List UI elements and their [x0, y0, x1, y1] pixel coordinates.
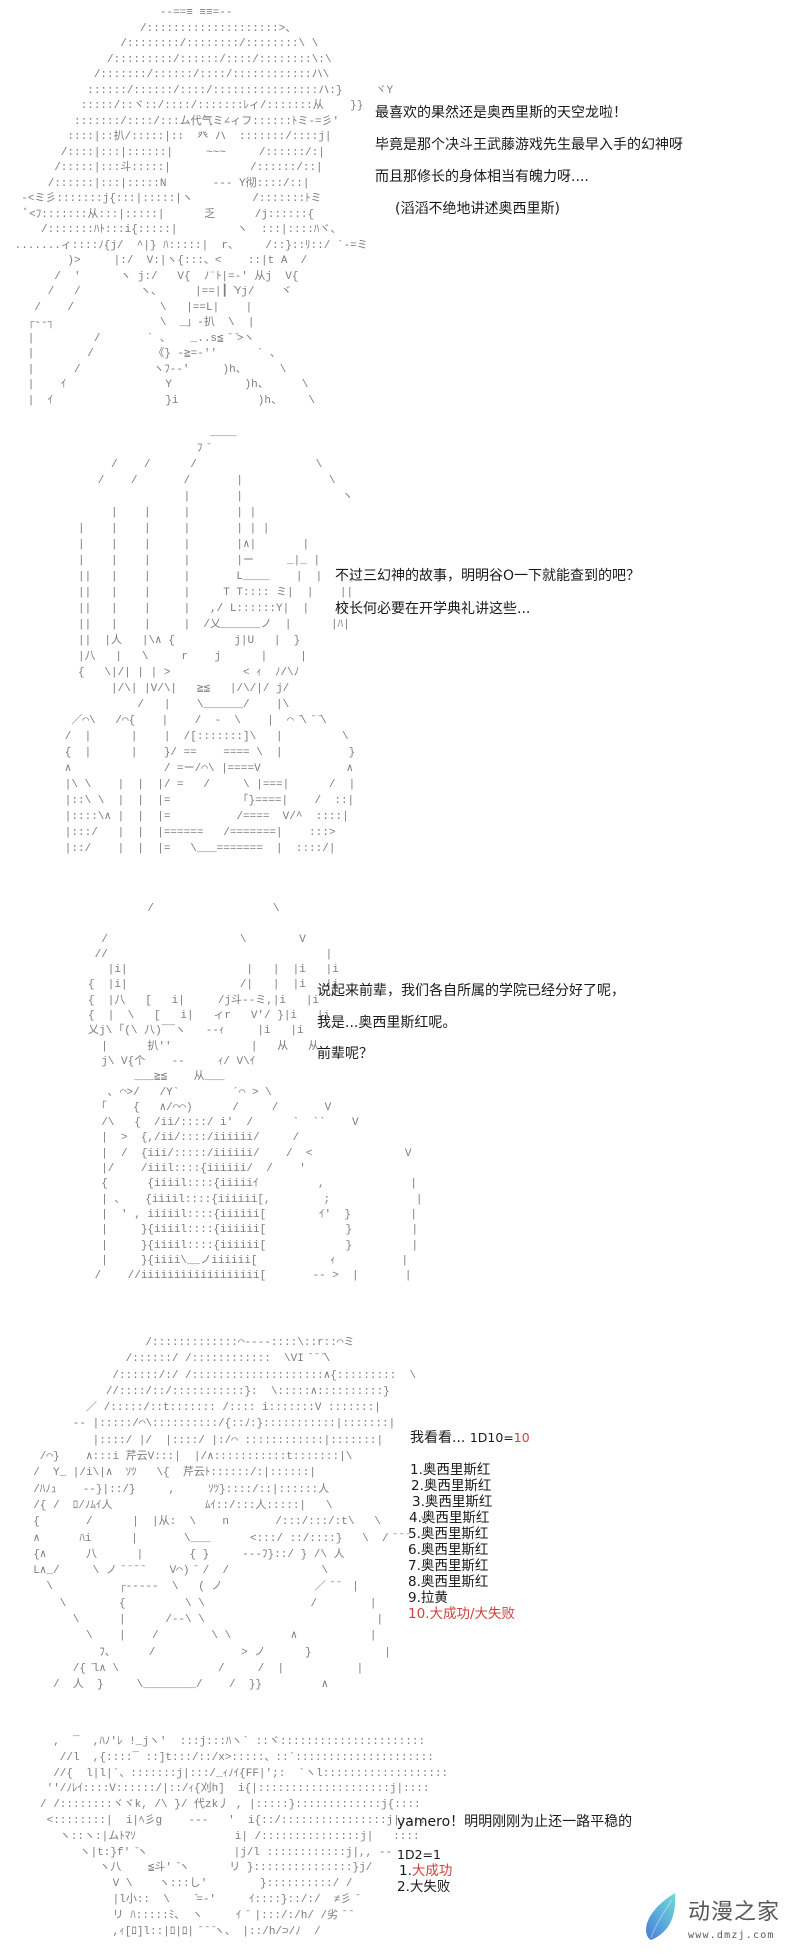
ascii-art-3: / \ / \ V // | |i| | | |i |i { |i| /| | … [88, 903, 423, 1283]
option-item: 8.奥西里斯红 [408, 1574, 489, 1590]
option-item-highlighted: 10.大成功/大失败 [408, 1606, 516, 1622]
roll-prefix: 我看看... [410, 1430, 470, 1446]
brand-name: 动漫之家 [688, 1900, 781, 1925]
panel-1: ‐-==≡ ≡≡=-‐ /::::::::::::::::::::>、 /:::… [0, 0, 800, 420]
option-number: 2. [397, 1879, 410, 1895]
dice-roll-line: 我看看... 1D10=10 [410, 1429, 530, 1447]
dialogue-line: 而且那修长的身体相当有魄力呀.... [375, 169, 589, 185]
ascii-art-1: ‐-==≡ ≡≡=-‐ /::::::::::::::::::::>、 /:::… [14, 7, 394, 407]
ascii-art-2: ____ ﾌ ̄ / / / \ / / / | \ | | ヽ | | | |… [64, 427, 356, 855]
option-item: 3.奥西里斯红 [412, 1494, 493, 1510]
option-label-highlighted: 大成功 [411, 1863, 453, 1879]
dialogue-5: yamero！明明刚刚为止还一路平稳的 [397, 1813, 632, 1831]
dialogue-line: 前辈呢？ [317, 1046, 373, 1062]
dialogue-aside: (滔滔不绝地讲述奥西里斯) [395, 201, 560, 217]
dialogue-line: 说起来前辈，我们各自所属的学院已经分好了呢， [317, 983, 625, 999]
dialogue-line: 不过三幻神的故事，明明谷O一下就能查到的吧？ [335, 568, 641, 584]
option-item: 7.奥西里斯红 [408, 1558, 489, 1574]
option-item: 2.大失败 [397, 1879, 452, 1895]
dialogue-line: 校长何必要在开学典礼讲这些... [335, 601, 531, 617]
ascii-art-5: , ‾ ,ﾊﾉ'ﾚ !_jヽ' :::j:::ﾊヽ` ::ヾ::::::::::… [40, 1736, 449, 1938]
house-options-list: 1.奥西里斯红 2.奥西里斯红 3.奥西里斯红 4.奥西里斯红 5.奥西里斯红 … [408, 1462, 515, 1622]
dialogue-2: 不过三幻神的故事，明明谷O一下就能查到的吧？ 校长何必要在开学典礼讲这些... [335, 560, 640, 626]
dialogue-line: 最喜欢的果然还是奥西里斯的天空龙啦！ [375, 105, 627, 121]
dialogue-1: 最喜欢的果然还是奥西里斯的天空龙啦！ 毕竟是那个决斗王武藤游戏先生最早入手的幻神… [375, 97, 683, 225]
option-item: 2.奥西里斯红 [411, 1478, 492, 1494]
option-item: 4.奥西里斯红 [409, 1510, 490, 1526]
roll-result: 10 [513, 1430, 530, 1445]
dialogue-line: 毕竟是那个决斗王武藤游戏先生最早入手的幻神呀 [375, 137, 683, 153]
dialogue-3: 说起来前辈，我们各自所属的学院已经分好了呢， 我是...奥西里斯红呢。 前辈呢？ [317, 976, 625, 1071]
option-item: 1.奥西里斯红 [410, 1462, 491, 1478]
brand-url: www.dmzj.com [688, 1930, 775, 1941]
roll-dice: 1D10= [469, 1430, 514, 1445]
option-item: 1.大成功 [397, 1863, 452, 1879]
site-watermark: 动漫之家 www.dmzj.com [642, 1890, 800, 1950]
option-label: 大失败 [409, 1879, 451, 1895]
option-number: 1. [399, 1863, 412, 1879]
ascii-art-4: /:::::::::::::⌒‐‐‐‐::::\::r::⌒ミ /::::::/… [33, 1337, 428, 1692]
option-item: 5.奥西里斯红 [408, 1526, 489, 1542]
roll-dice: 1D2=1 [397, 1847, 441, 1862]
feather-icon [646, 1893, 676, 1940]
option-item: 6.奥西里斯红 [408, 1542, 489, 1558]
dialogue-line: yamero！明明刚刚为止还一路平稳的 [397, 1814, 633, 1830]
dice-result-list: 1D2=1 1.大成功 2.大失败 [397, 1847, 452, 1895]
dialogue-line: 我是...奥西里斯红呢。 [317, 1014, 457, 1031]
option-item: 9.拉黄 [408, 1590, 448, 1606]
